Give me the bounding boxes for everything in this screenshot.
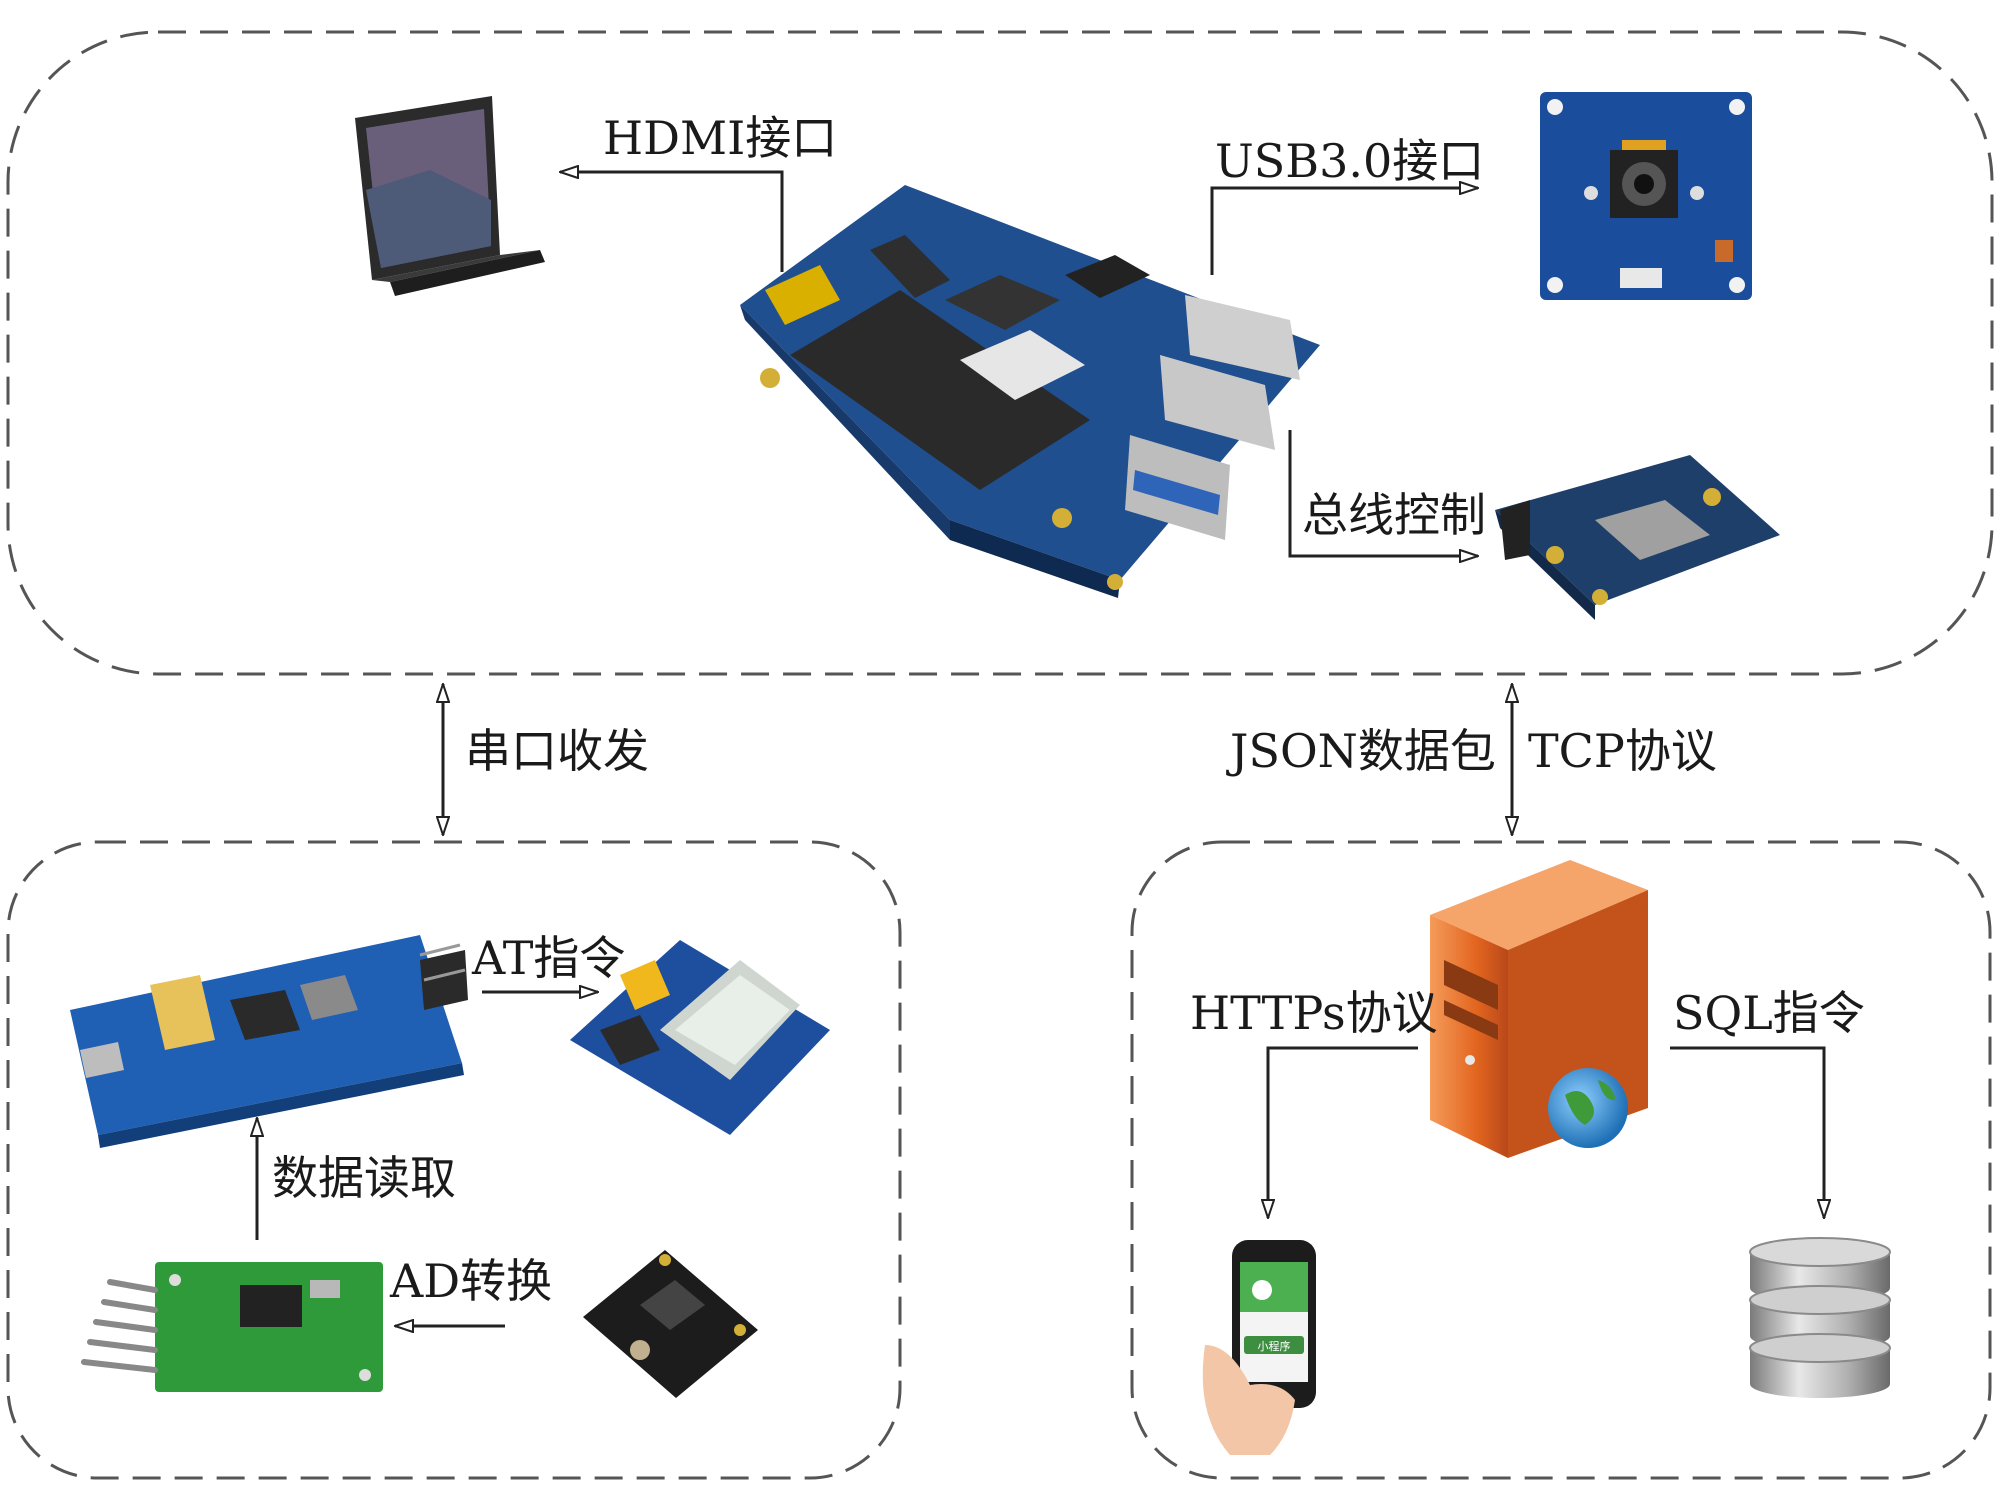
- usb-label: USB3.0接口: [1215, 134, 1485, 188]
- hdmi-arrow: [560, 172, 784, 272]
- ad-converter-icon: [81, 1262, 383, 1392]
- wireless-module-icon: [1495, 455, 1780, 620]
- json-label: JSON数据包: [1230, 724, 1496, 778]
- sql-arrow: [1670, 1046, 1824, 1218]
- bottom-left-group-border: [6, 840, 902, 1480]
- read-label: 数据读取: [272, 1151, 456, 1205]
- smartphone-icon: 小程序: [1202, 1240, 1316, 1455]
- mini-app-label: 小程序: [1258, 1339, 1291, 1353]
- embedded-board-icon: [740, 185, 1320, 598]
- server-icon: [1430, 860, 1648, 1158]
- bus-label: 总线控制: [1302, 488, 1486, 542]
- top-group-border: [6, 30, 1994, 676]
- at-label: AT指令: [472, 931, 626, 985]
- bus-arrow: [1288, 430, 1478, 556]
- stm32-board-icon: [70, 935, 468, 1148]
- bottom-right-group-border: [1130, 840, 1992, 1480]
- serial-label: 串口收发: [465, 724, 649, 778]
- laptop-icon: [355, 96, 545, 296]
- https-label: HTTPs协议: [1190, 986, 1438, 1040]
- hdmi-label: HDMI接口: [603, 111, 838, 165]
- tcp-label: TCP协议: [1528, 724, 1717, 778]
- camera-module-icon: [1540, 92, 1752, 300]
- sql-label: SQL指令: [1673, 986, 1865, 1040]
- database-icon: [1749, 1237, 1891, 1398]
- https-arrow: [1268, 1046, 1418, 1218]
- ad-label: AD转换: [390, 1254, 553, 1308]
- usb-arrow: [1210, 188, 1478, 275]
- sensor-board-icon: [583, 1250, 758, 1398]
- gsm-module-icon: [570, 940, 830, 1135]
